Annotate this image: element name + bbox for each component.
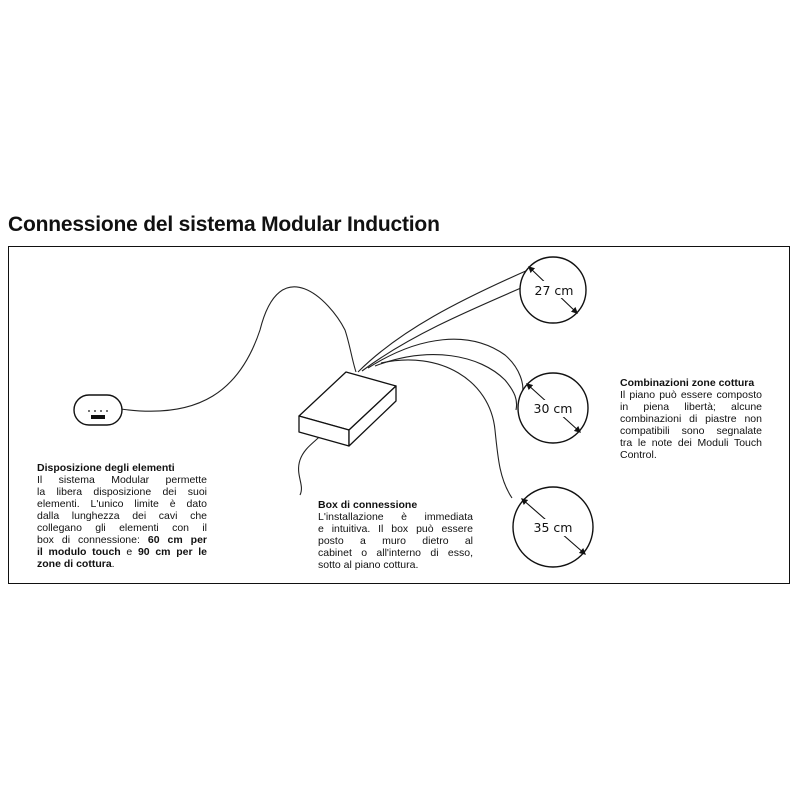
disposizione-line: dalla lunghezza dei cavi che: [37, 510, 207, 522]
combinazioni-line: compatibili sono segnalate: [620, 425, 762, 437]
cooking-zone-35cm: 35 cm: [512, 486, 594, 568]
disposizione-touch-label: il modulo touch: [37, 546, 121, 558]
disposizione-line: elementi. L'unico limite è dato: [37, 498, 207, 510]
disposizione-line6-prefix: box di connessione:: [37, 534, 148, 546]
disposizione-line: collegano gli elementi con il: [37, 522, 207, 534]
touch-module-display: [91, 415, 105, 419]
connection-box-side: [348, 385, 397, 447]
cable-27cm-a: [357, 269, 529, 373]
disposizione-zone-label: zone di cottura: [37, 558, 112, 570]
connection-box: [298, 371, 397, 447]
cable-30cm-a: [367, 338, 524, 396]
disposizione-zone-length: 90 cm per le: [137, 546, 207, 558]
combinazioni-line: combinazioni di piastre non: [620, 413, 762, 425]
touch-module: [73, 394, 123, 426]
diameter-label-35cm: 35 cm: [534, 520, 573, 535]
box-line: L'installazione è immediata: [318, 511, 473, 523]
box-line: posto a muro dietro al: [318, 535, 473, 547]
disposizione-line: la libera disposizione dei suoi: [37, 486, 207, 498]
page-title: Connessione del sistema Modular Inductio…: [8, 213, 440, 236]
cable-35cm: [380, 359, 513, 499]
combinazioni-line: tra le note dei Moduli Touch: [620, 437, 762, 449]
disposizione-line: box di connessione: 60 cm per: [37, 534, 207, 546]
cable-27cm-b: [361, 281, 536, 372]
combinazioni-heading: Combinazioni zone cottura: [620, 377, 755, 389]
combinazioni-line: in piena libertà; alcune: [620, 401, 762, 413]
cable-30cm-b: [374, 354, 518, 411]
disposizione-line7-mid: e: [120, 546, 138, 558]
box-line: sotto al piano cottura.: [318, 559, 419, 571]
diameter-label-30cm: 30 cm: [534, 401, 573, 416]
disposizione-heading: Disposizione degli elementi: [37, 462, 175, 474]
combinazioni-text-block: Combinazioni zone cottura Il piano può e…: [620, 377, 762, 461]
box-line: cabinet o all'interno di esso,: [318, 547, 473, 559]
cooking-zone-27cm: 27 cm: [519, 256, 587, 324]
combinazioni-line: Il piano può essere composto: [620, 389, 762, 401]
box-heading: Box di connessione: [318, 499, 418, 511]
diagram-frame: [8, 246, 790, 584]
cable-touch-module: [120, 286, 357, 412]
disposizione-line: Il sistema Modular permette: [37, 474, 207, 486]
diameter-label-27cm: 27 cm: [535, 283, 574, 298]
box-line: e intuitiva. Il box può essere: [318, 523, 473, 535]
disposizione-line: il modulo touch e 90 cm per le: [37, 546, 207, 558]
combinazioni-line: Control.: [620, 449, 657, 461]
disposizione-line8-suffix: .: [111, 558, 115, 570]
cables: [120, 269, 536, 499]
disposizione-line: zone di cottura.: [37, 558, 207, 570]
cooking-zone-30cm: 30 cm: [517, 372, 589, 444]
box-text-block: Box di connessione L'installazione è imm…: [318, 499, 473, 571]
disposizione-text-block: Disposizione degli elementi Il sistema M…: [37, 462, 207, 570]
disposizione-touch-length: 60 cm per: [147, 534, 207, 546]
